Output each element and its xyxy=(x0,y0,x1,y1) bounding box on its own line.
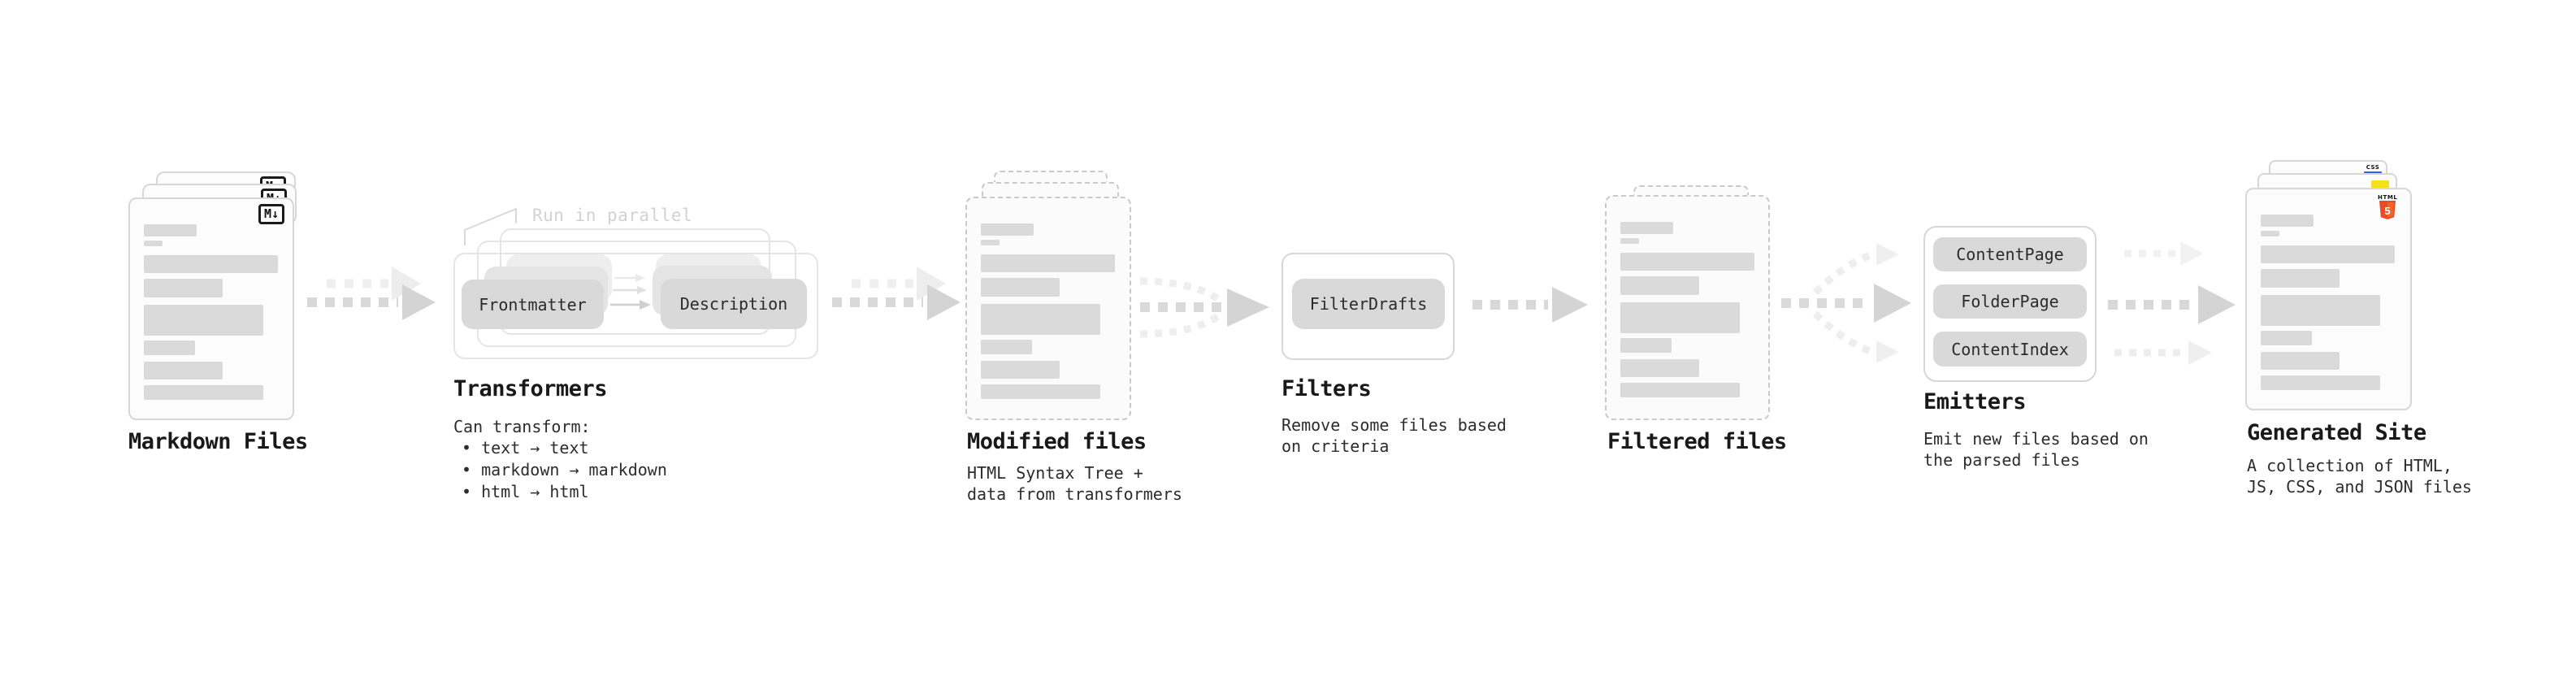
arrow-filtered-to-emitters xyxy=(1781,243,1911,363)
transformers-desc-title: Can transform: xyxy=(453,417,591,436)
arrow-echo xyxy=(327,267,421,301)
text-placeholder-bar xyxy=(981,304,1100,335)
generated-site-description: A collection of HTML, JS, CSS, and JSON … xyxy=(2247,456,2472,497)
emitters-description: Emit new files based on the parsed files xyxy=(1923,429,2149,470)
file-card-front xyxy=(1605,195,1770,420)
document-skeleton xyxy=(1620,222,1754,397)
stage-label-markdown-files: Markdown Files xyxy=(128,429,308,454)
text-placeholder-bar xyxy=(2261,215,2314,227)
transformers-bullet: • html → html xyxy=(462,482,589,501)
transformer-group-front xyxy=(453,253,818,359)
text-placeholder-bar xyxy=(144,340,195,355)
text-placeholder-bar xyxy=(144,362,223,380)
text-placeholder-bar xyxy=(2261,231,2279,236)
js-badge xyxy=(2371,180,2389,188)
transformer-pill-frontmatter: Frontmatter xyxy=(462,280,604,329)
transformers-bullet: • text → text xyxy=(462,438,589,458)
html5-icon: HTML 5 xyxy=(2378,194,2397,221)
arrow-echo xyxy=(852,267,946,301)
svg-text:5: 5 xyxy=(2384,205,2390,217)
text-placeholder-bar xyxy=(981,240,1000,245)
file-card-front: M↓ xyxy=(128,197,294,420)
transformer-pill-description: Description xyxy=(661,279,807,329)
document-skeleton xyxy=(2261,215,2395,390)
text-placeholder-bar xyxy=(2261,331,2312,345)
text-placeholder-bar xyxy=(2261,269,2340,288)
text-placeholder-bar xyxy=(2261,245,2395,263)
text-placeholder-bar xyxy=(2261,295,2380,326)
arrow-main xyxy=(832,284,961,320)
text-placeholder-bar xyxy=(1620,238,1639,244)
document-skeleton xyxy=(981,223,1115,399)
stage-label-emitters: Emitters xyxy=(1923,389,2027,414)
run-in-parallel-callout-line xyxy=(464,207,517,245)
emitter-pill-contentindex: ContentIndex xyxy=(1933,332,2087,367)
text-placeholder-bar xyxy=(144,241,163,246)
arrow-markdown-to-transformers xyxy=(307,267,436,320)
parallel-arrows-icon xyxy=(610,274,651,310)
text-placeholder-bar xyxy=(1620,276,1699,295)
arrow-transformers-to-modified xyxy=(832,267,961,320)
arrow-main xyxy=(307,284,436,320)
arrow-emitters-to-generated xyxy=(2108,241,2236,365)
css-badge-label: CSS xyxy=(2366,164,2380,171)
stage-label-filters: Filters xyxy=(1281,376,1372,401)
document-skeleton xyxy=(144,224,278,400)
text-placeholder-bar xyxy=(2261,375,2380,390)
text-placeholder-bar xyxy=(144,255,278,273)
text-placeholder-bar xyxy=(144,224,197,236)
arrow-modified-to-filters xyxy=(1139,277,1269,338)
text-placeholder-bar xyxy=(1620,302,1740,333)
markdown-icon: M↓ xyxy=(258,204,284,224)
emitter-pill-contentpage: ContentPage xyxy=(1933,237,2087,271)
emitter-pill-folderpage: FolderPage xyxy=(1933,284,2087,319)
text-placeholder-bar xyxy=(144,279,223,297)
stage-label-generated-site: Generated Site xyxy=(2247,420,2426,445)
html5-label: HTML xyxy=(2378,194,2398,201)
text-placeholder-bar xyxy=(144,385,263,400)
html5-shield-icon: 5 xyxy=(2379,201,2396,220)
text-placeholder-bar xyxy=(1620,383,1740,397)
text-placeholder-bar xyxy=(981,361,1060,379)
text-placeholder-bar xyxy=(981,254,1115,272)
text-placeholder-bar xyxy=(144,305,263,336)
file-card-front xyxy=(965,197,1131,420)
file-card-front: HTML 5 xyxy=(2245,188,2412,410)
transformers-bullet: • markdown → markdown xyxy=(462,460,667,479)
run-in-parallel-annotation: Run in parallel xyxy=(532,206,693,225)
text-placeholder-bar xyxy=(981,340,1032,354)
text-placeholder-bar xyxy=(981,223,1034,236)
stage-label-modified-files: Modified files xyxy=(967,429,1147,454)
filter-pill-filterdrafts: FilterDrafts xyxy=(1292,279,1445,329)
filters-description: Remove some files based on criteria xyxy=(1281,415,1507,456)
text-placeholder-bar xyxy=(981,384,1100,399)
text-placeholder-bar xyxy=(2261,352,2340,370)
modified-files-description: HTML Syntax Tree + data from transformer… xyxy=(967,463,1182,504)
text-placeholder-bar xyxy=(1620,253,1754,271)
text-placeholder-bar xyxy=(1620,359,1699,377)
text-placeholder-bar xyxy=(981,278,1060,297)
arrow-filters-to-filtered xyxy=(1472,287,1588,323)
text-placeholder-bar xyxy=(1620,338,1672,353)
stage-label-filtered-files: Filtered files xyxy=(1607,429,1787,454)
text-placeholder-bar xyxy=(1620,222,1673,234)
stage-label-transformers: Transformers xyxy=(453,376,608,401)
